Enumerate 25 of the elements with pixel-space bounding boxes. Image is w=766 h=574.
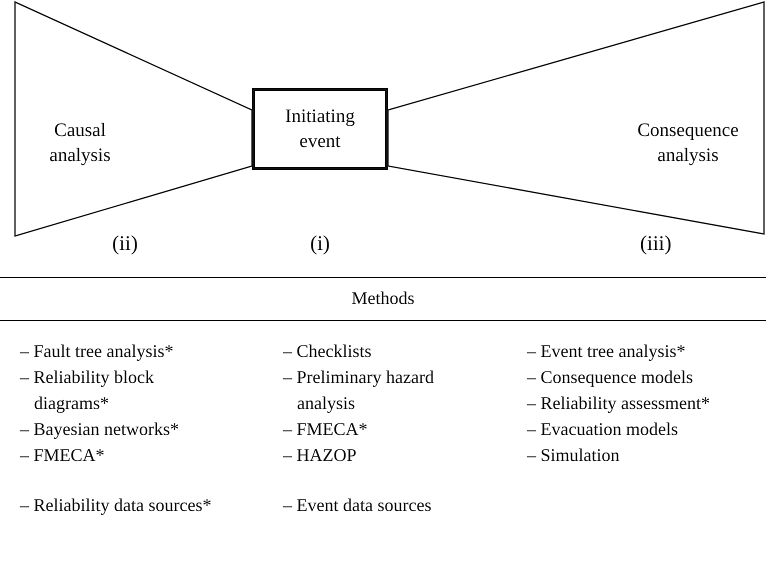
method-list-item: – Fault tree analysis*: [20, 340, 174, 363]
method-list-item: – FMECA*: [283, 418, 369, 441]
roman-numeral-label: (i): [309, 230, 331, 256]
method-list-item: – Bayesian networks*: [20, 418, 180, 441]
trapezoid-shape: [388, 2, 764, 234]
method-list-item: – Evacuation models: [527, 418, 679, 441]
method-list-item: – Preliminary hazard analysis: [283, 366, 435, 415]
trapezoid-shape: [15, 2, 252, 236]
method-list-item: – Reliability data sources*: [20, 494, 212, 517]
method-list-item: – Event tree analysis*: [527, 340, 686, 363]
method-list-item: – Event data sources: [283, 494, 432, 517]
method-list-item: – Simulation: [527, 444, 621, 467]
method-list-item: – Checklists: [283, 340, 372, 363]
method-list-item: – Reliability assessment*: [527, 392, 711, 415]
section-heading: Methods: [350, 287, 416, 310]
node-label: Causal analysis: [48, 119, 112, 168]
method-list-item: – Reliability block diagrams*: [20, 366, 155, 415]
node-label: Initiating event: [284, 105, 356, 154]
method-list-item: – FMECA*: [20, 444, 106, 467]
node-label: Consequence analysis: [636, 119, 740, 168]
event-box: [252, 88, 388, 170]
roman-numeral-label: (iii): [640, 230, 670, 256]
method-list-item: – HAZOP: [283, 444, 358, 467]
method-list-item: – Consequence models: [527, 366, 694, 389]
roman-numeral-label: (ii): [111, 230, 139, 256]
